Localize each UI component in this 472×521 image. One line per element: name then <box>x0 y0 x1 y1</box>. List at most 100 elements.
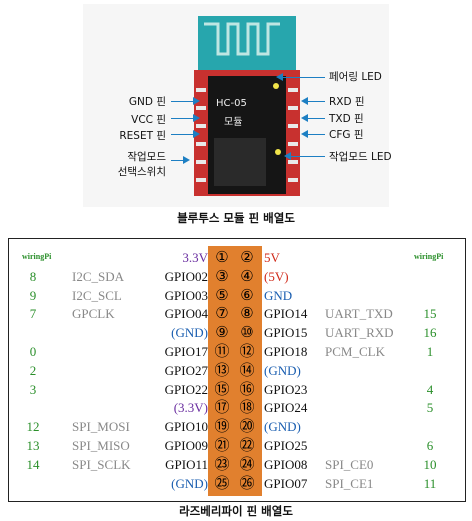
arrow-mode-led <box>291 156 325 157</box>
label-txd-pin: TXD 핀 <box>329 113 364 125</box>
hc05-module-illustration <box>194 16 300 196</box>
pin-number-left: ⑨ <box>215 325 229 342</box>
wiringpi-right: 1 <box>426 344 434 359</box>
wiringpi-right: 5 <box>426 400 434 416</box>
arrow-mode-led-head <box>284 152 291 160</box>
gpio-right: GPIO23 <box>264 381 308 397</box>
alt-function-left: SPI_SCLK <box>72 456 131 472</box>
pin-number-right: ⑫ <box>239 344 255 360</box>
pin-number-right: ⑯ <box>239 381 255 398</box>
wiringpi-right: 4 <box>426 381 434 397</box>
pin-number-left: ③ <box>215 268 229 285</box>
pin-number-right: ⑱ <box>239 400 255 417</box>
wiringpi-left: 9 <box>29 287 37 303</box>
wiringpi-right: 6 <box>426 438 434 453</box>
pin-number-right: ⑧ <box>240 306 254 323</box>
label-pairing-led: 페어링 LED <box>329 71 382 83</box>
pin-number-left: ⑮ <box>214 381 230 398</box>
arrow-gnd-head <box>193 97 200 105</box>
gpio-left: (GND) <box>171 475 208 491</box>
gpio-left: GPIO22 <box>164 381 208 397</box>
gpio-right: GPIO08 <box>264 456 308 472</box>
label-gnd-pin: GND 핀 <box>128 96 166 108</box>
gpio-left: (GND) <box>171 325 208 341</box>
pin-number-left: ㉓ <box>214 456 230 473</box>
gpio-left: GPIO17 <box>164 344 208 359</box>
gpio-left: GPIO27 <box>164 362 208 378</box>
gpio-left: GPIO10 <box>164 419 208 435</box>
alt-function-left: SPI_MOSI <box>72 419 130 435</box>
label-rxd-pin: RXD 핀 <box>329 96 365 108</box>
alt-function-left: SPI_MISO <box>72 438 130 453</box>
wiringpi-left: 7 <box>29 306 37 322</box>
pin-number-right: ⑭ <box>239 362 255 379</box>
arrow-vcc <box>171 118 193 119</box>
bt-caption: 블루투스 모듈 핀 배열도 <box>177 211 295 225</box>
gpio-right: GPIO14 <box>264 306 308 322</box>
arrow-reset-head <box>193 130 200 138</box>
wiringpi-right: 16 <box>423 325 437 341</box>
pin-number-right: ㉔ <box>239 456 255 473</box>
wiringpi-right: 10 <box>423 456 437 472</box>
gpio-left: GPIO02 <box>164 268 208 284</box>
pin-number-right: ② <box>240 250 254 266</box>
wiringpi-header-right: wiringPi <box>414 252 444 261</box>
pin-number-right: ④ <box>240 268 254 285</box>
arrow-pairing <box>283 77 325 78</box>
gpio-right: (5V) <box>264 268 289 284</box>
gpio-right: GND <box>264 287 293 303</box>
pin-number-right: ⑥ <box>240 287 254 304</box>
wiringpi-left: 2 <box>29 362 37 378</box>
arrow-txd <box>308 118 325 119</box>
pin-number-left: ⑰ <box>214 400 230 417</box>
pin-number-left: ⑲ <box>214 419 230 436</box>
wiringpi-left: 12 <box>26 419 40 435</box>
arrow-txd-head <box>301 114 308 122</box>
gpio-right: (GND) <box>264 419 301 435</box>
arrow-mode-switch <box>171 160 183 161</box>
alt-function-right: PCM_CLK <box>325 344 385 359</box>
wiringpi-left: 0 <box>29 344 37 359</box>
gpio-right: GPIO24 <box>264 400 308 416</box>
arrow-reset <box>171 134 193 135</box>
label-reset-pin: RESET 핀 <box>119 130 166 142</box>
gpio-right: GPIO15 <box>264 325 308 341</box>
pin-number-right: ⑳ <box>239 419 255 436</box>
pin-number-left: ⑪ <box>214 344 230 360</box>
pin-number-right: ⑩ <box>240 325 254 342</box>
wiringpi-header-left: wiringPi <box>22 252 52 261</box>
alt-function-right: UART_TXD <box>325 306 393 322</box>
pin-number-left: ㉕ <box>214 475 230 492</box>
wiringpi-right: 11 <box>423 475 437 491</box>
pin-number-left: ⑬ <box>214 362 230 379</box>
arrow-vcc-head <box>193 114 200 122</box>
gpio-right: 5V <box>264 250 280 265</box>
arrow-rxd <box>308 101 325 102</box>
pin-number-left: ⑤ <box>215 287 229 304</box>
alt-function-left: GPCLK <box>72 306 115 322</box>
pin-number-left: ⑦ <box>215 306 229 323</box>
gpio-left: GPIO09 <box>164 438 208 453</box>
alt-function-left: I2C_SDA <box>72 268 125 284</box>
module-text-top: HC-05 <box>216 98 247 109</box>
pin-number-right: ㉖ <box>239 475 255 492</box>
pin-number-left: ① <box>215 250 229 266</box>
wiringpi-right: 15 <box>423 306 437 322</box>
pin-number-left: ㉑ <box>214 438 230 454</box>
label-mode-switch-1: 작업모드 <box>127 151 166 163</box>
arrow-pairing-head <box>276 73 283 81</box>
arrow-cfg <box>308 134 325 135</box>
label-vcc-pin: VCC 핀 <box>131 114 166 126</box>
alt-function-right: SPI_CE0 <box>325 456 374 472</box>
gpio-right: GPIO18 <box>264 344 308 359</box>
arrow-gnd <box>171 101 193 102</box>
